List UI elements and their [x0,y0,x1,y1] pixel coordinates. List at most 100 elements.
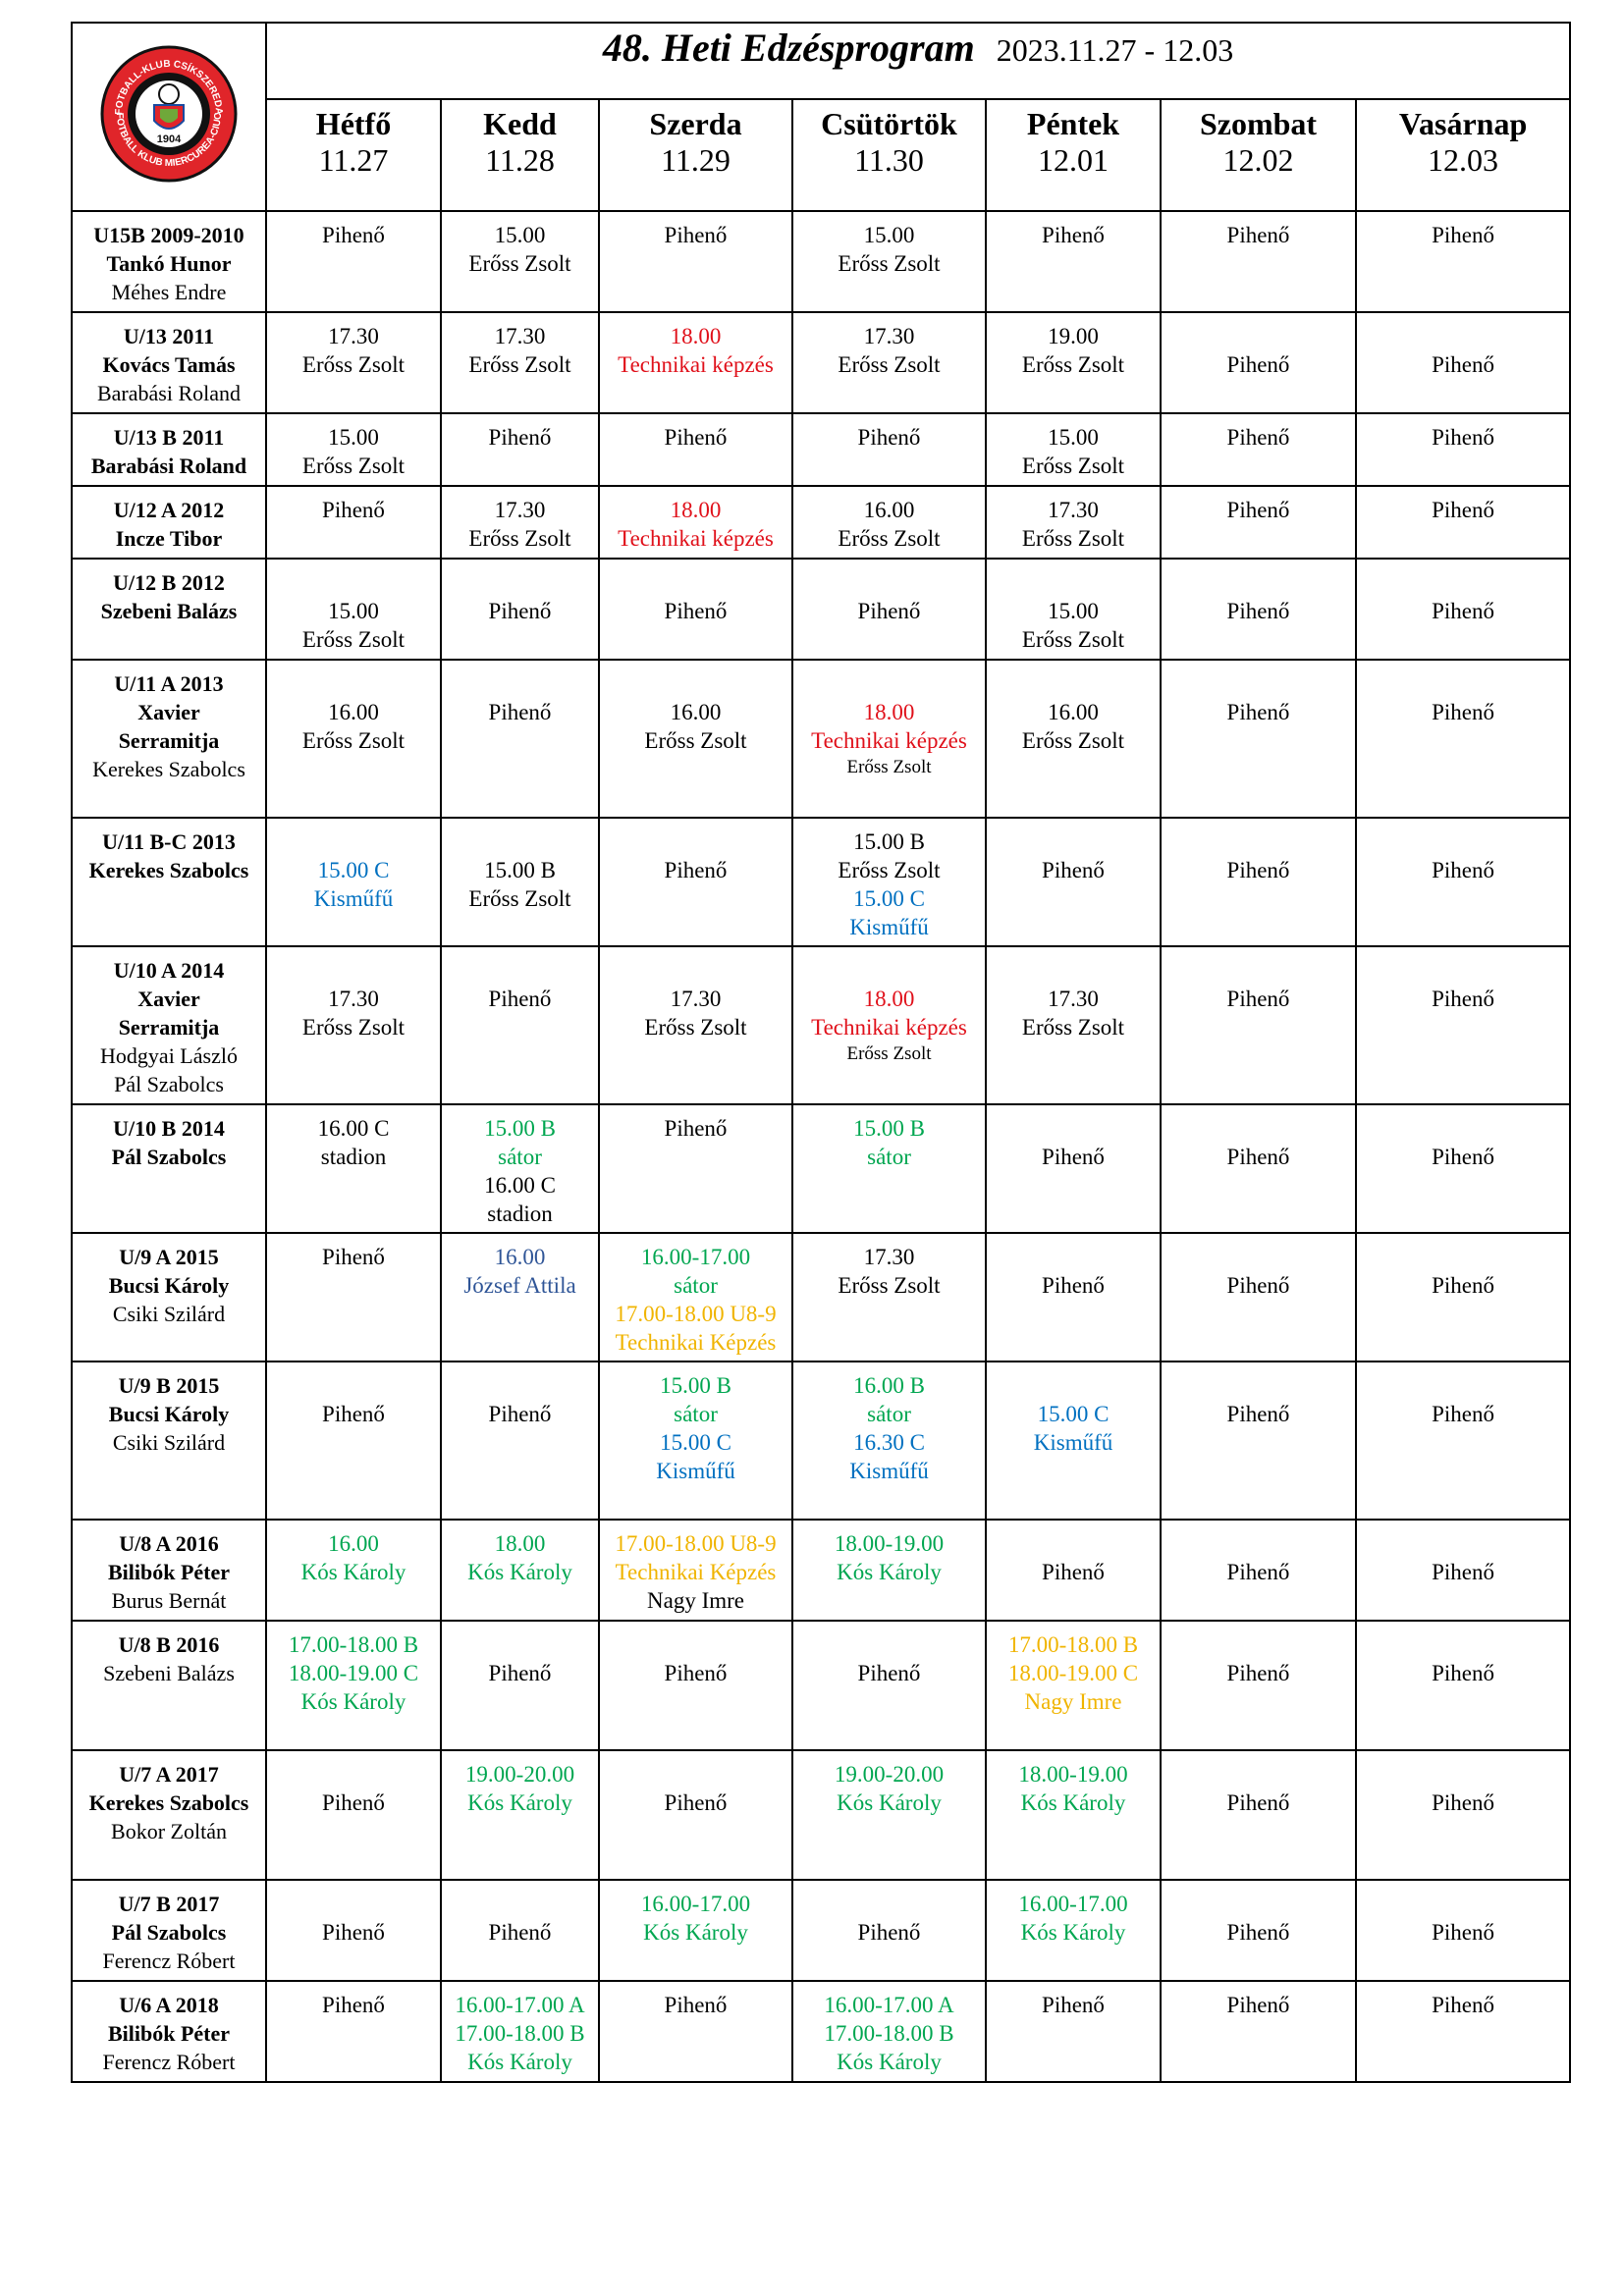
cell-line: Pihenő [1226,858,1290,882]
cell-line: Pihenő [1226,1145,1290,1169]
cell-line: Pihenő [1432,1920,1494,1945]
cell-line: Pihenő [1432,223,1494,247]
team-label-line: U/9 A 2015 [119,1245,219,1269]
cell-line: Nagy Imre [1024,1689,1122,1714]
schedule-cell: Pihenő [985,1232,1162,1362]
cell-line: Pihenő [1042,1560,1105,1584]
cell-line: Erőss Zsolt [846,757,932,777]
team-label-line: Pál Szabolcs [111,1145,227,1169]
schedule-cell: Pihenő [1160,1749,1357,1881]
schedule-cell: Pihenő [265,1232,442,1362]
day-date: 11.30 [854,142,924,178]
cell-line: 15.00 C [317,858,390,882]
cell-line: 17.00-18.00 B [824,2021,954,2046]
cell-line: 15.00 B [853,1116,925,1141]
schedule-cell: Pihenő [1354,311,1572,414]
schedule-cell: Pihenő [440,412,600,487]
cell-line: Pihenő [488,1920,552,1945]
cell-line: Pihenő [488,700,552,724]
schedule-cell: Pihenő [1160,1620,1357,1751]
cell-line: Pihenő [1432,987,1494,1011]
cell-line: Pihenő [322,1245,385,1269]
cell-line: Kós Károly [300,1689,406,1714]
schedule-cell: Pihenő [1354,1103,1572,1234]
cell-line: Erőss Zsolt [1021,526,1125,551]
cell-line: Pihenő [488,1402,552,1426]
cell-line: 15.00 B [853,829,925,854]
schedule-cell: Pihenő [1160,945,1357,1105]
team-label-line: U/9 B 2015 [118,1373,220,1398]
cell-line: stadion [487,1201,553,1226]
day-date: 12.01 [1038,142,1109,178]
cell-line: Pihenő [322,1920,385,1945]
team-label-line: Szebeni Balázs [100,599,238,623]
cell-line: Erőss Zsolt [838,251,941,276]
team-label-line: Hodgyai László [100,1043,238,1068]
team-label-line: Kerekes Szabolcs [92,757,245,781]
cell-line: Pihenő [1226,425,1290,450]
cell-line: 15.00 [863,223,915,247]
cell-line: 18.00 [494,1531,546,1556]
cell-line: 17.30 [328,987,379,1011]
cell-line: 16.00 [1048,700,1099,724]
cell-line: Pihenő [1432,700,1494,724]
cell-line: Pihenő [1432,1560,1494,1584]
cell-line: Kisműfű [313,886,394,911]
club-logo-cell: FOTBALL-KLUB CSÍKSZEREDA FOTBALL KLUB MI… [71,22,267,212]
schedule-cell: Pihenő [985,1980,1162,2083]
cell-line: 17.30 [1048,498,1099,522]
schedule-cell: 15.00 C Kisműfű [265,817,442,947]
cell-line: 15.00 [328,599,379,623]
cell-line: Pihenő [664,599,728,623]
cell-line: Kós Károly [467,1790,572,1815]
cell-line: 15.00 [328,425,379,450]
day-date: 11.29 [661,142,731,178]
cell-line: Kós Károly [643,1920,748,1945]
cell-line: 17.30 [863,1245,915,1269]
cell-line: Technikai Képzés [615,1560,777,1584]
cell-line: Kós Károly [300,1560,406,1584]
cell-line: Erőss Zsolt [644,728,747,753]
cell-line: Erőss Zsolt [838,1273,941,1298]
schedule-cell: Pihenő [1354,1620,1572,1751]
cell-line: Pihenő [664,425,728,450]
team-label-line: U/8 A 2016 [119,1531,219,1556]
cell-line: Pihenő [1226,498,1290,522]
cell-line: 18.00-19.00 [1018,1762,1128,1787]
cell-line: 16.00 [863,498,915,522]
schedule-cell: Pihenő [598,817,793,947]
cell-line: Pihenő [322,1402,385,1426]
schedule-cell: Pihenő [265,1749,442,1881]
cell-line: Pihenő [1042,1993,1105,2017]
cell-line: Pihenő [1432,1145,1494,1169]
cell-line: 17.30 [1048,987,1099,1011]
schedule-cell: Pihenő [1354,412,1572,487]
cell-line: 16.00 B [853,1373,925,1398]
